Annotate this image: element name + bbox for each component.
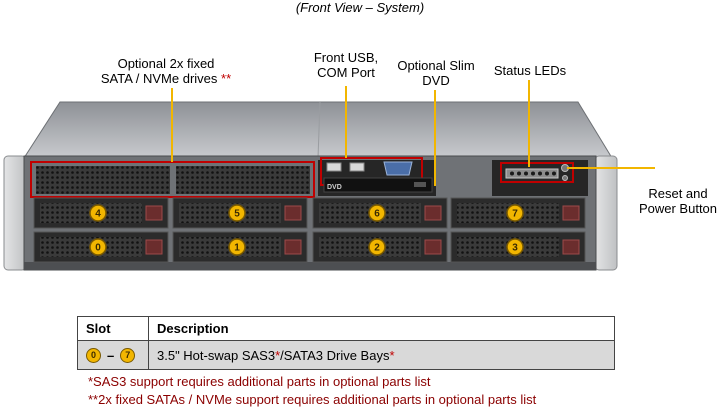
callout-slim-dvd-line2: DVD — [422, 73, 450, 88]
bay-number-label: 1 — [234, 243, 240, 254]
drive-bay[interactable]: 0 — [33, 231, 169, 263]
chassis-top-seam — [317, 101, 321, 159]
callout-slim-dvd-line1: Optional Slim — [397, 58, 475, 73]
usb-port-2 — [349, 162, 365, 172]
drive-bay[interactable]: 2 — [312, 231, 448, 263]
drive-bay-latch[interactable] — [424, 239, 442, 255]
slot-from-bubble: 0 — [86, 348, 101, 364]
dvd-logo: DVD — [327, 184, 342, 191]
drive-bay[interactable]: 5 — [172, 197, 308, 229]
slot-description-mark2: * — [389, 347, 395, 363]
footnote-fixed-drives: **2x fixed SATAs / NVMe support requires… — [88, 392, 537, 407]
header-slot: Slot — [77, 316, 149, 341]
bay-number-bubble — [89, 204, 107, 222]
slot-table: Slot Description 0–7 3.5" Hot-swap SAS3*… — [77, 316, 615, 370]
com-port — [383, 161, 413, 176]
slot-to-bubble: 7 — [120, 348, 136, 364]
callout-lines — [171, 80, 655, 186]
callout-front-usb-line1: Front USB, — [313, 50, 379, 65]
callout-front-usb-line2: COM Port — [317, 65, 375, 80]
slot-range-dash: – — [107, 348, 115, 364]
reset-button — [562, 175, 568, 181]
slot-range-cell: 0–7 — [77, 340, 149, 370]
dvd-eject-button — [414, 182, 426, 187]
slot-description-cell: 3.5" Hot-swap SAS3*/SATA3 Drive Bays* — [148, 340, 615, 370]
table-row: 0–7 3.5" Hot-swap SAS3*/SATA3 Drive Bays… — [77, 340, 615, 370]
slot-table-header: Slot Description — [77, 316, 615, 341]
optional-drive-mesh-2 — [176, 166, 310, 194]
callout-optional-drives-text: SATA / NVMe drives — [100, 71, 218, 86]
callout-slim-dvd: Optional Slim DVD — [386, 58, 486, 88]
status-led-dots — [510, 171, 556, 176]
drive-bay-latch[interactable] — [562, 239, 580, 255]
chassis-front-bottom — [24, 262, 596, 270]
callout-optional-drives: Optional 2x fixed SATA / NVMe drives ** — [76, 56, 256, 86]
callout-optional-drives-mark: ** — [221, 71, 232, 86]
callout-status-leds: Status LEDs — [493, 63, 567, 78]
bay-number-label: 6 — [374, 209, 380, 220]
rack-ear-left — [3, 155, 27, 271]
bay-number-bubble — [506, 238, 524, 256]
drive-bay-latch[interactable] — [284, 239, 302, 255]
footnote-sas3: *SAS3 support requires additional parts … — [88, 374, 431, 389]
bay-number-label: 2 — [374, 243, 380, 254]
callout-reset-power: Reset and Power Button — [636, 186, 720, 216]
drive-bay-latch[interactable] — [424, 205, 442, 221]
status-leds-highlight — [500, 162, 574, 183]
bay-number-bubble — [89, 238, 107, 256]
bay-number-label: 0 — [95, 243, 101, 254]
drive-bay[interactable]: 1 — [172, 231, 308, 263]
drive-bay-latch[interactable] — [145, 205, 163, 221]
drive-bay-latch[interactable] — [562, 205, 580, 221]
slot-description-a: 3.5" Hot-swap SAS3 — [157, 347, 276, 363]
drive-bay-latch[interactable] — [284, 205, 302, 221]
callout-reset-power-line2: Power Button — [638, 201, 718, 216]
callout-optional-drives-line1: Optional 2x fixed — [117, 56, 215, 71]
figure-caption: (Front View – System) — [295, 0, 425, 15]
bay-number-bubble — [368, 204, 386, 222]
optional-drive-mesh-1 — [36, 166, 170, 194]
slim-dvd-tray — [323, 177, 433, 193]
bay-number-label: 7 — [512, 209, 518, 220]
usb-port-1 — [326, 162, 342, 172]
bay-number-bubble — [506, 204, 524, 222]
drive-bay-latch[interactable] — [145, 239, 163, 255]
bay-number-bubble — [228, 238, 246, 256]
bay-number-label: 4 — [95, 209, 101, 220]
callout-optional-drives-line2: SATA / NVMe drives ** — [76, 71, 256, 86]
drive-bay[interactable]: 6 — [312, 197, 448, 229]
bay-number-label: 5 — [234, 209, 240, 220]
header-description: Description — [148, 316, 615, 341]
slot-description-mark1: * — [275, 347, 281, 363]
bay-number-bubble — [228, 204, 246, 222]
callout-reset-power-line1: Reset and — [648, 186, 708, 201]
slot-description-b: /SATA3 Drive Bays — [280, 347, 390, 363]
rack-ear-right — [594, 155, 618, 271]
drive-bay[interactable]: 3 — [450, 231, 586, 263]
bay-number-bubble — [368, 238, 386, 256]
callout-front-usb: Front USB, COM Port — [296, 50, 396, 80]
drive-bay[interactable]: 7 — [450, 197, 586, 229]
bay-number-label: 3 — [512, 243, 518, 254]
drive-bays: 4 5 6 7 0 1 2 3 — [33, 197, 586, 263]
drive-bay[interactable]: 4 — [33, 197, 169, 229]
